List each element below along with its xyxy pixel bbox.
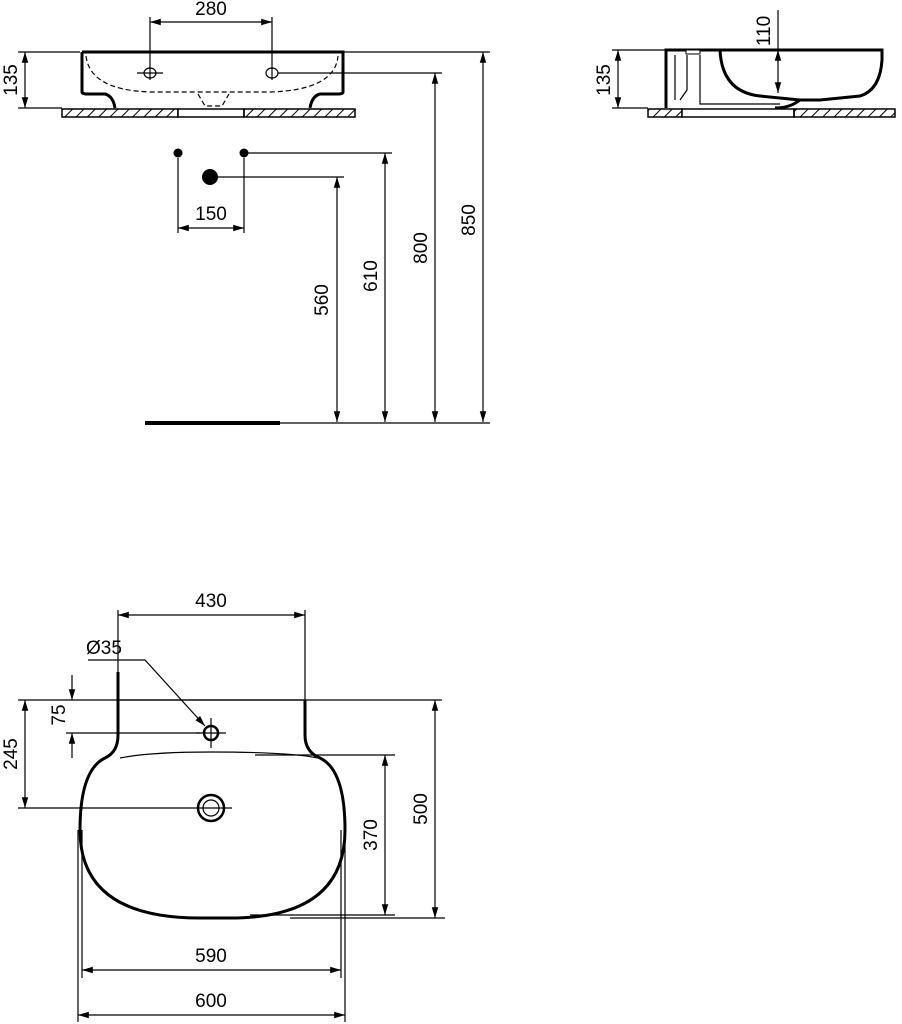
countertop: [61, 108, 356, 118]
dim-back-width: 430: [195, 591, 227, 612]
plan-view: 430 Ø35 75 245 370 500 590: [1, 591, 445, 1022]
side-basin-outline: [664, 48, 884, 110]
basin-outline: [80, 50, 345, 109]
waste-outlet-dot: [202, 169, 218, 185]
dim-inlet-spacing: 150: [195, 204, 227, 225]
dim-hole-diameter: Ø35: [86, 638, 122, 659]
tap-hole: [196, 718, 226, 748]
drain-dashed: [197, 93, 230, 107]
dim-side-basin-height: 135: [594, 64, 615, 96]
front-view: 280 135 150 560 610 800 850: [1, 0, 490, 425]
dim-bowl-depth: 370: [361, 819, 382, 851]
dim-overall-width: 600: [195, 991, 227, 1012]
dim-bowl-depth-side: 110: [754, 16, 775, 46]
side-view: 135 110: [594, 10, 896, 118]
inlet-dot-right: [239, 148, 249, 158]
dim-hole-offset: 75: [49, 704, 70, 725]
basin-inner-dashed: [85, 55, 339, 93]
dim-overall-depth: 500: [411, 793, 432, 825]
dim-counter-height: 800: [411, 232, 432, 264]
dim-inlet-height-high: 610: [361, 260, 382, 292]
dim-inlet-height-low: 560: [312, 284, 333, 316]
dim-bowl-width: 590: [195, 946, 227, 967]
dim-rim-height: 850: [459, 204, 480, 236]
plan-outline: [78, 672, 347, 920]
countertop-side: [647, 108, 896, 118]
dim-basin-height: 135: [1, 64, 22, 96]
dim-tap-spacing: 280: [195, 0, 227, 20]
dim-drain-offset: 245: [1, 738, 22, 770]
inlet-dot-left: [173, 148, 183, 158]
